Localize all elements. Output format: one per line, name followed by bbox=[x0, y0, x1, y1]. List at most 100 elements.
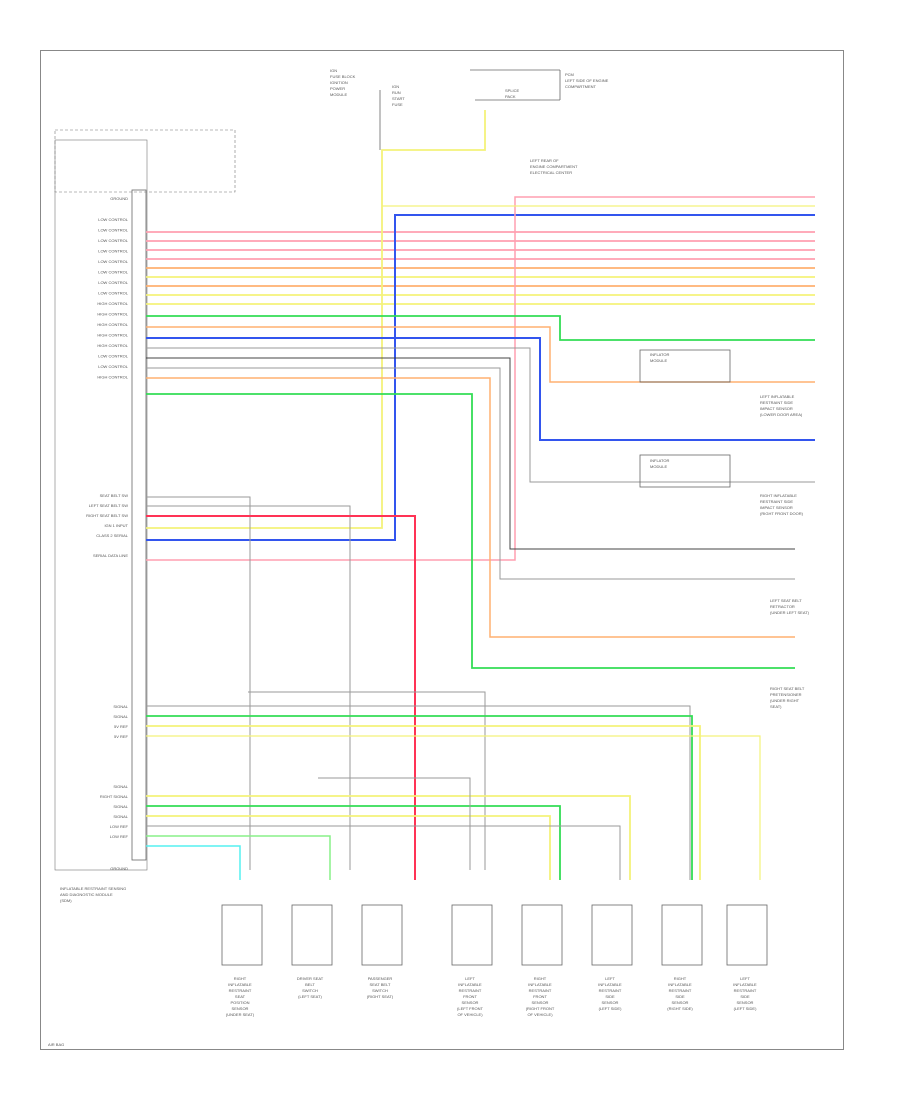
wire-group bbox=[146, 110, 815, 880]
sensor-wire-11 bbox=[318, 777, 471, 870]
sensor-label: SIGNAL bbox=[113, 784, 128, 789]
bottom-component-label: INFLATABLE bbox=[598, 982, 622, 987]
pin-label: HIGH CONTROL bbox=[97, 333, 128, 338]
seatbelt-right-label: SEAT) bbox=[770, 704, 782, 709]
gray-low-wire bbox=[146, 367, 795, 580]
orange-low-wire bbox=[146, 377, 795, 638]
bottom-component-label: DRIVER SEAT bbox=[297, 976, 324, 981]
module-label: INFLATABLE RESTRAINT SENSING bbox=[60, 886, 126, 891]
sensor-label: LOW REF bbox=[110, 824, 129, 829]
diagram-frame bbox=[40, 50, 844, 1050]
bottom-component-label: (LEFT SEAT) bbox=[298, 994, 322, 999]
right-inflator-label: RIGHT INFLATABLE bbox=[760, 493, 797, 498]
bottom-component-label: RESTRAINT bbox=[529, 988, 552, 993]
pin-label: LOW CONTROL bbox=[98, 249, 129, 254]
seatbelt-left-label: LEFT SEAT BELT bbox=[770, 598, 802, 603]
signal-label: IGN 1 INPUT bbox=[104, 523, 128, 528]
bottom-component-label: SWITCH bbox=[372, 988, 388, 993]
bottom-component-label: SEAT BELT bbox=[370, 982, 391, 987]
module-label: AND DIAGNOSTIC MODULE bbox=[60, 892, 113, 897]
splice-pack-label: PACK bbox=[505, 94, 516, 99]
green-mid-wire bbox=[146, 315, 815, 341]
bottom-component-label: FRONT bbox=[463, 994, 477, 999]
bottom-component-label: LEFT bbox=[740, 976, 750, 981]
ground-note-label: ENGINE COMPARTMENT bbox=[530, 164, 578, 169]
sensor-wire-6 bbox=[146, 805, 561, 880]
bottom-component-label: SENSOR bbox=[737, 1000, 754, 1005]
black-mid-wire bbox=[146, 357, 795, 550]
sensor-label: SIGNAL bbox=[113, 704, 128, 709]
pin-label: HIGH CONTROL bbox=[97, 312, 128, 317]
bottom-component-label: SIDE bbox=[740, 994, 750, 999]
sensor-wire-8 bbox=[146, 825, 621, 880]
bottom-component-label: OF VEHICLE) bbox=[457, 1012, 483, 1017]
seatbelt-left-label: RETRACTOR bbox=[770, 604, 795, 609]
bottom-component-label: (RIGHT FRONT bbox=[526, 1006, 555, 1011]
bottom-component-box bbox=[361, 904, 403, 966]
bottom-component-label: INFLATABLE bbox=[528, 982, 552, 987]
component-group bbox=[221, 349, 768, 966]
bottom-component-label: PASSENGER bbox=[368, 976, 393, 981]
ignition-switch-label: FUSE bbox=[392, 102, 403, 107]
inflator-box-upper bbox=[639, 349, 731, 383]
ground-note-label: ELECTRICAL CENTER bbox=[530, 170, 572, 175]
bottom-component-label: INFLATABLE bbox=[733, 982, 757, 987]
pin-label: LOW CONTROL bbox=[98, 354, 129, 359]
bottom-component-label: (RIGHT SEAT) bbox=[367, 994, 394, 999]
pin-label: LOW CONTROL bbox=[98, 270, 129, 275]
orange-mid-wire bbox=[146, 326, 815, 383]
signal-label: LEFT SEAT BELT SW bbox=[89, 503, 128, 508]
bottom-component-label: RESTRAINT bbox=[459, 988, 482, 993]
pin-label: LOW CONTROL bbox=[98, 217, 129, 222]
bottom-component-label: (LEFT SIDE) bbox=[734, 1006, 757, 1011]
pin-label: GROUND bbox=[110, 196, 128, 201]
bottom-component-label: SWITCH bbox=[302, 988, 318, 993]
inflator-module-label: MODULE bbox=[650, 358, 667, 363]
bottom-component-label: INFLATABLE bbox=[668, 982, 692, 987]
bottom-component-label: RESTRAINT bbox=[599, 988, 622, 993]
bottom-component-label: RIGHT bbox=[534, 976, 547, 981]
inflator-module-label: INFLATOR bbox=[650, 458, 670, 463]
bottom-component-label: RESTRAINT bbox=[229, 988, 252, 993]
seatbelt-wire-2 bbox=[146, 505, 351, 870]
left-inflator-label: RESTRAINT SIDE bbox=[760, 400, 793, 405]
bottom-component-label: RIGHT bbox=[234, 976, 247, 981]
pin-label: HIGH CONTROL bbox=[97, 301, 128, 306]
bottom-component-label: SIDE bbox=[605, 994, 615, 999]
sensor-label: LOW REF bbox=[110, 834, 129, 839]
bottom-component-label: (RIGHT SIDE) bbox=[667, 1006, 693, 1011]
fuse-block-label: POWER bbox=[330, 86, 345, 91]
fuse-block-label: IGNITION bbox=[330, 80, 348, 85]
sensor-label: SIGNAL bbox=[113, 804, 128, 809]
right-inflator-label: (RIGHT FRONT DOOR) bbox=[760, 511, 804, 516]
right-inflator-label: RESTRAINT SIDE bbox=[760, 499, 793, 504]
bottom-component-label: BELT bbox=[305, 982, 315, 987]
seatbelt-right-label: (UNDER RIGHT bbox=[770, 698, 800, 703]
fuse-block-label: MODULE bbox=[330, 92, 347, 97]
splice-pack-label: SPLICE bbox=[505, 88, 520, 93]
bottom-component-box bbox=[451, 904, 493, 966]
sensor-wire-4 bbox=[146, 735, 761, 880]
gray-mid-wire bbox=[146, 347, 815, 483]
pin-label: HIGH CONTROL bbox=[97, 322, 128, 327]
sensor-wire-10 bbox=[146, 845, 241, 880]
bottom-component-label: LEFT bbox=[465, 976, 475, 981]
seatbelt-right-label: RIGHT SEAT BELT bbox=[770, 686, 805, 691]
sensor-label: RIGHT SIGNAL bbox=[100, 794, 129, 799]
ground-label: GROUND bbox=[110, 866, 128, 871]
blue-mid-wire bbox=[146, 337, 815, 441]
bottom-component-label: LEFT bbox=[605, 976, 615, 981]
right-inflator-label: IMPACT SENSOR bbox=[760, 505, 793, 510]
ground-note-label: LEFT REAR OF bbox=[530, 158, 559, 163]
footer-code: AIR BAG bbox=[48, 1042, 64, 1047]
bottom-component-label: SIDE bbox=[675, 994, 685, 999]
sensor-label: SIGNAL bbox=[113, 814, 128, 819]
seatbelt-left-label: (UNDER LEFT SEAT) bbox=[770, 610, 810, 615]
bottom-component-label: SENSOR bbox=[462, 1000, 479, 1005]
bottom-component-label: SENSOR bbox=[232, 1006, 249, 1011]
sensor-label: SIGNAL bbox=[113, 714, 128, 719]
ignition-switch-label: IGN bbox=[392, 84, 399, 89]
pcm-label: PCM bbox=[565, 72, 574, 77]
